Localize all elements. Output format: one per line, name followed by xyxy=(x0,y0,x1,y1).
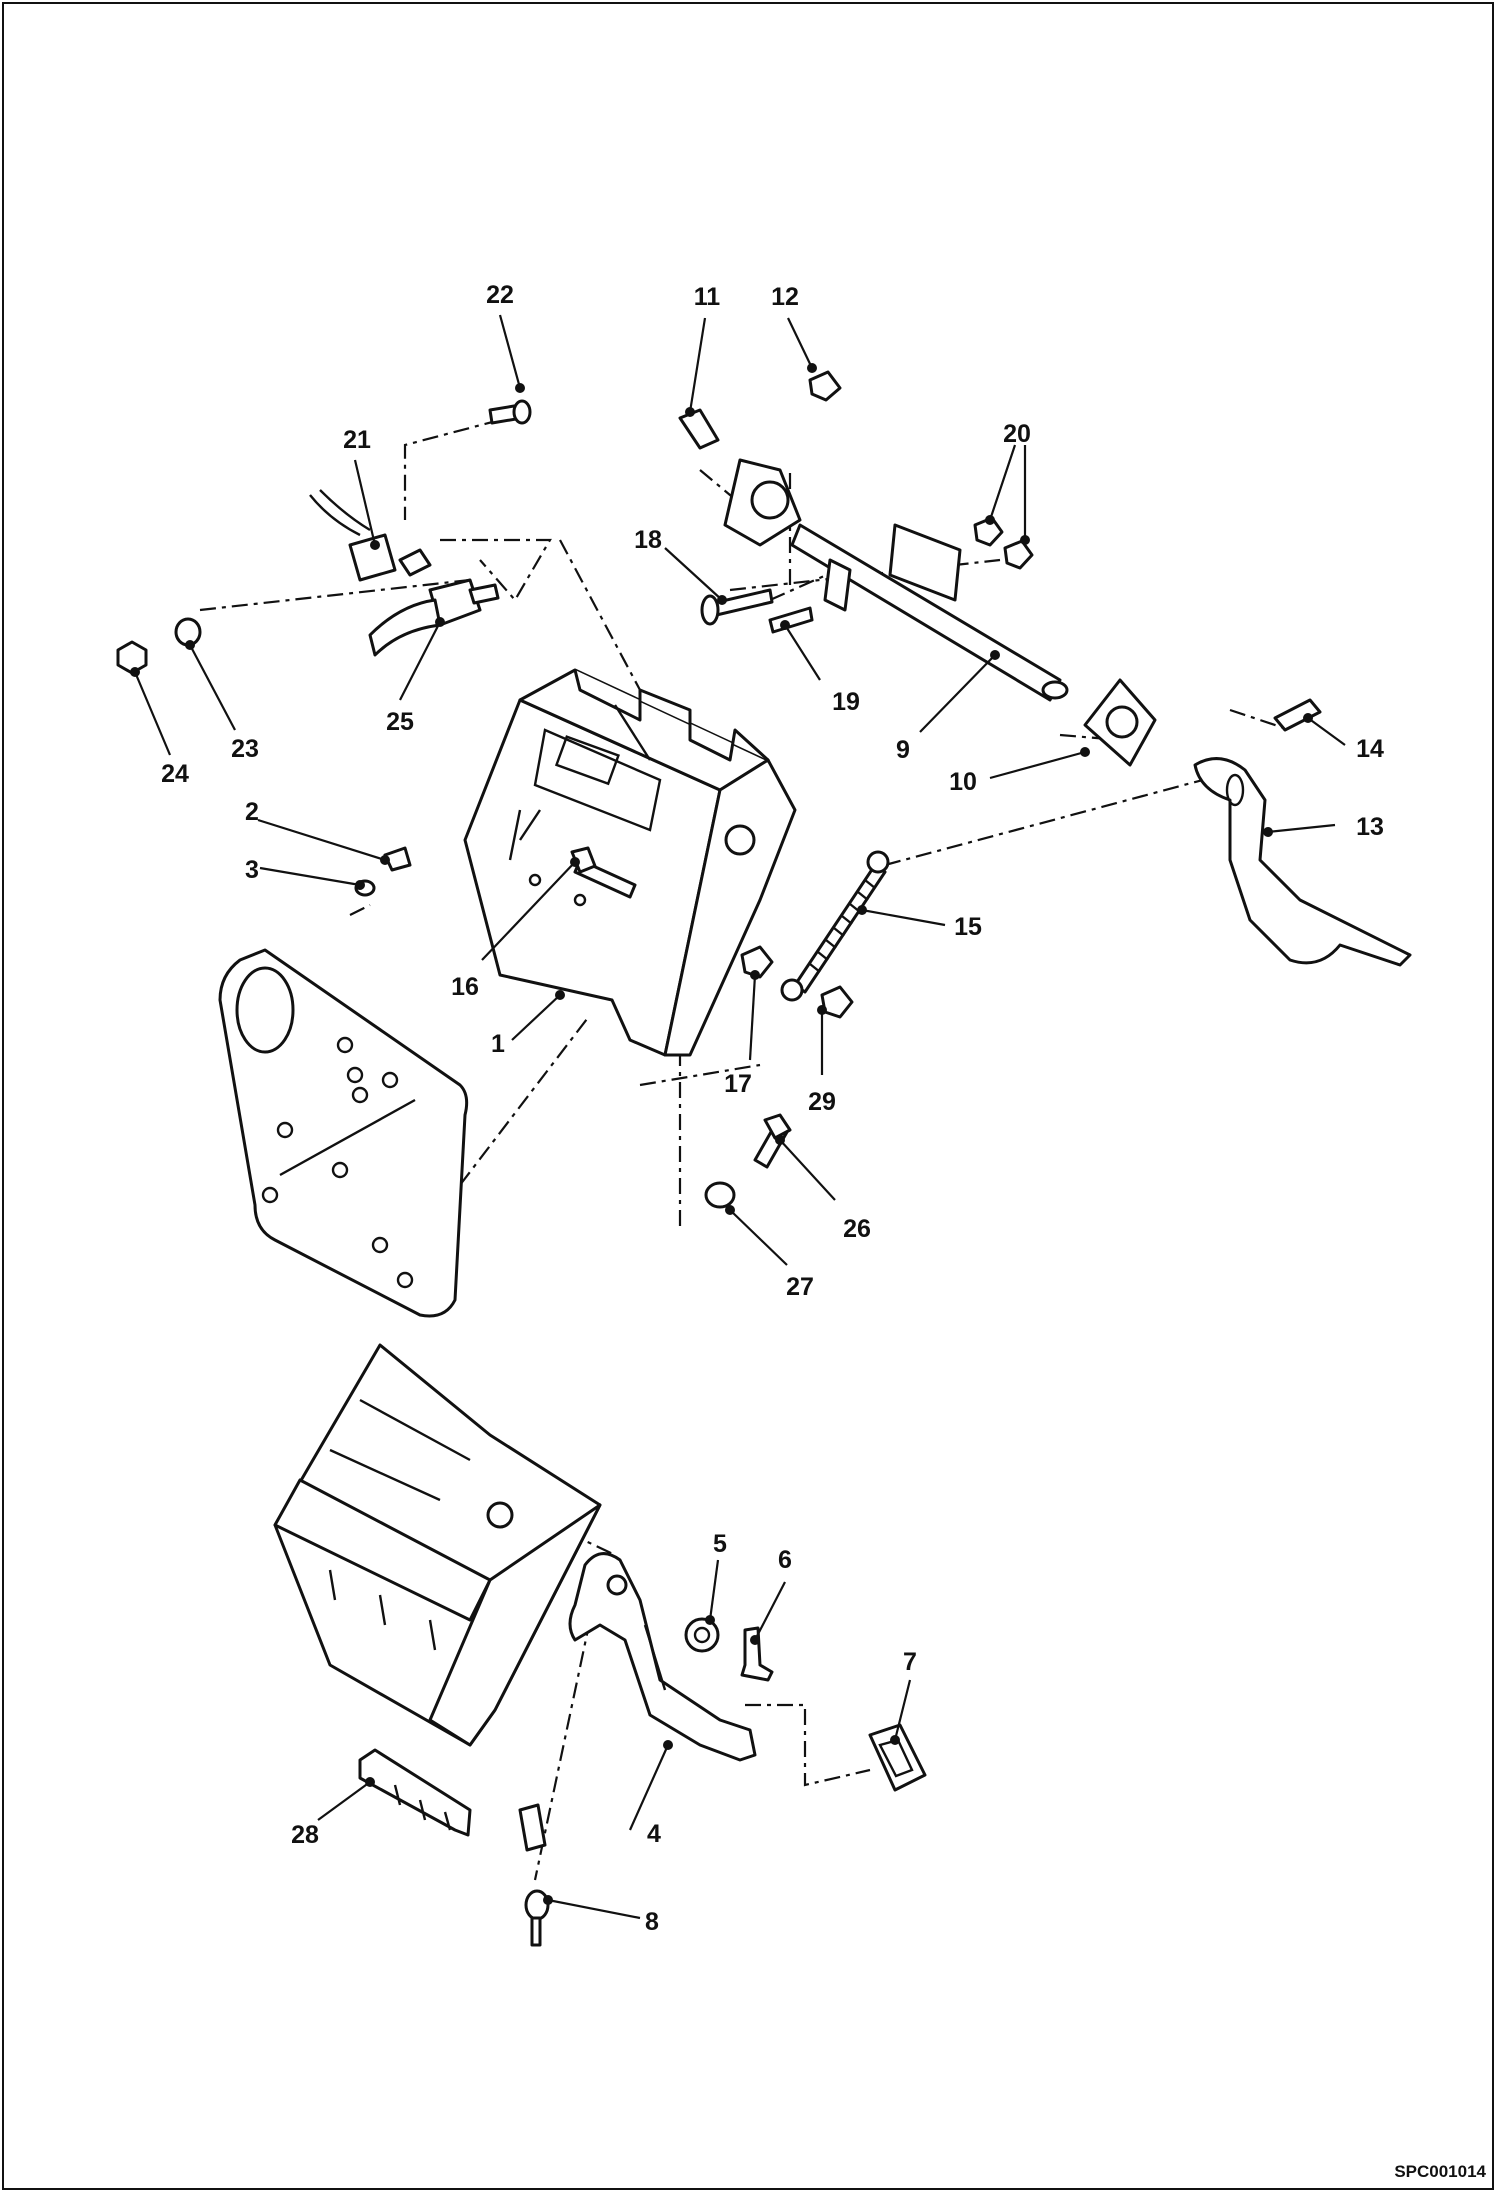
callout-5: 5 xyxy=(713,1530,727,1558)
callout-15: 15 xyxy=(954,913,982,941)
back-plate xyxy=(218,948,469,1318)
callout-16: 16 xyxy=(451,973,479,1001)
callout-13: 13 xyxy=(1356,813,1384,841)
callout-7: 7 xyxy=(903,1648,917,1676)
callout-26: 26 xyxy=(843,1215,871,1243)
callout-10: 10 xyxy=(949,768,977,796)
callout-labels: 1 2 3 4 5 6 7 8 9 10 11 12 13 14 15 16 1… xyxy=(161,281,1384,1936)
mounting-bracket xyxy=(463,668,797,1057)
callout-2: 2 xyxy=(245,798,259,826)
callout-21: 21 xyxy=(343,426,371,454)
callout-25: 25 xyxy=(386,708,414,736)
callout-leaders xyxy=(130,314,1346,1920)
callout-22: 22 xyxy=(486,281,514,309)
callout-17: 17 xyxy=(724,1070,752,1098)
callout-27: 27 xyxy=(786,1273,814,1301)
callout-19: 19 xyxy=(832,688,860,716)
callout-28: 28 xyxy=(291,1821,319,1849)
callout-24: 24 xyxy=(161,760,189,788)
callout-20: 20 xyxy=(1003,420,1031,448)
callout-29: 29 xyxy=(808,1088,836,1116)
callout-23: 23 xyxy=(231,735,259,763)
callout-1: 1 xyxy=(491,1030,505,1058)
callout-18: 18 xyxy=(634,526,662,554)
callout-8: 8 xyxy=(645,1908,659,1936)
callout-3: 3 xyxy=(245,856,259,884)
callout-4: 4 xyxy=(647,1820,661,1848)
drawing-id: SPC001014 xyxy=(1394,2162,1486,2181)
callout-9: 9 xyxy=(896,736,910,764)
lower-assembly xyxy=(273,1343,927,1947)
callout-14: 14 xyxy=(1356,735,1384,763)
callout-12: 12 xyxy=(771,283,799,311)
callout-6: 6 xyxy=(778,1546,792,1574)
callout-11: 11 xyxy=(694,283,721,311)
